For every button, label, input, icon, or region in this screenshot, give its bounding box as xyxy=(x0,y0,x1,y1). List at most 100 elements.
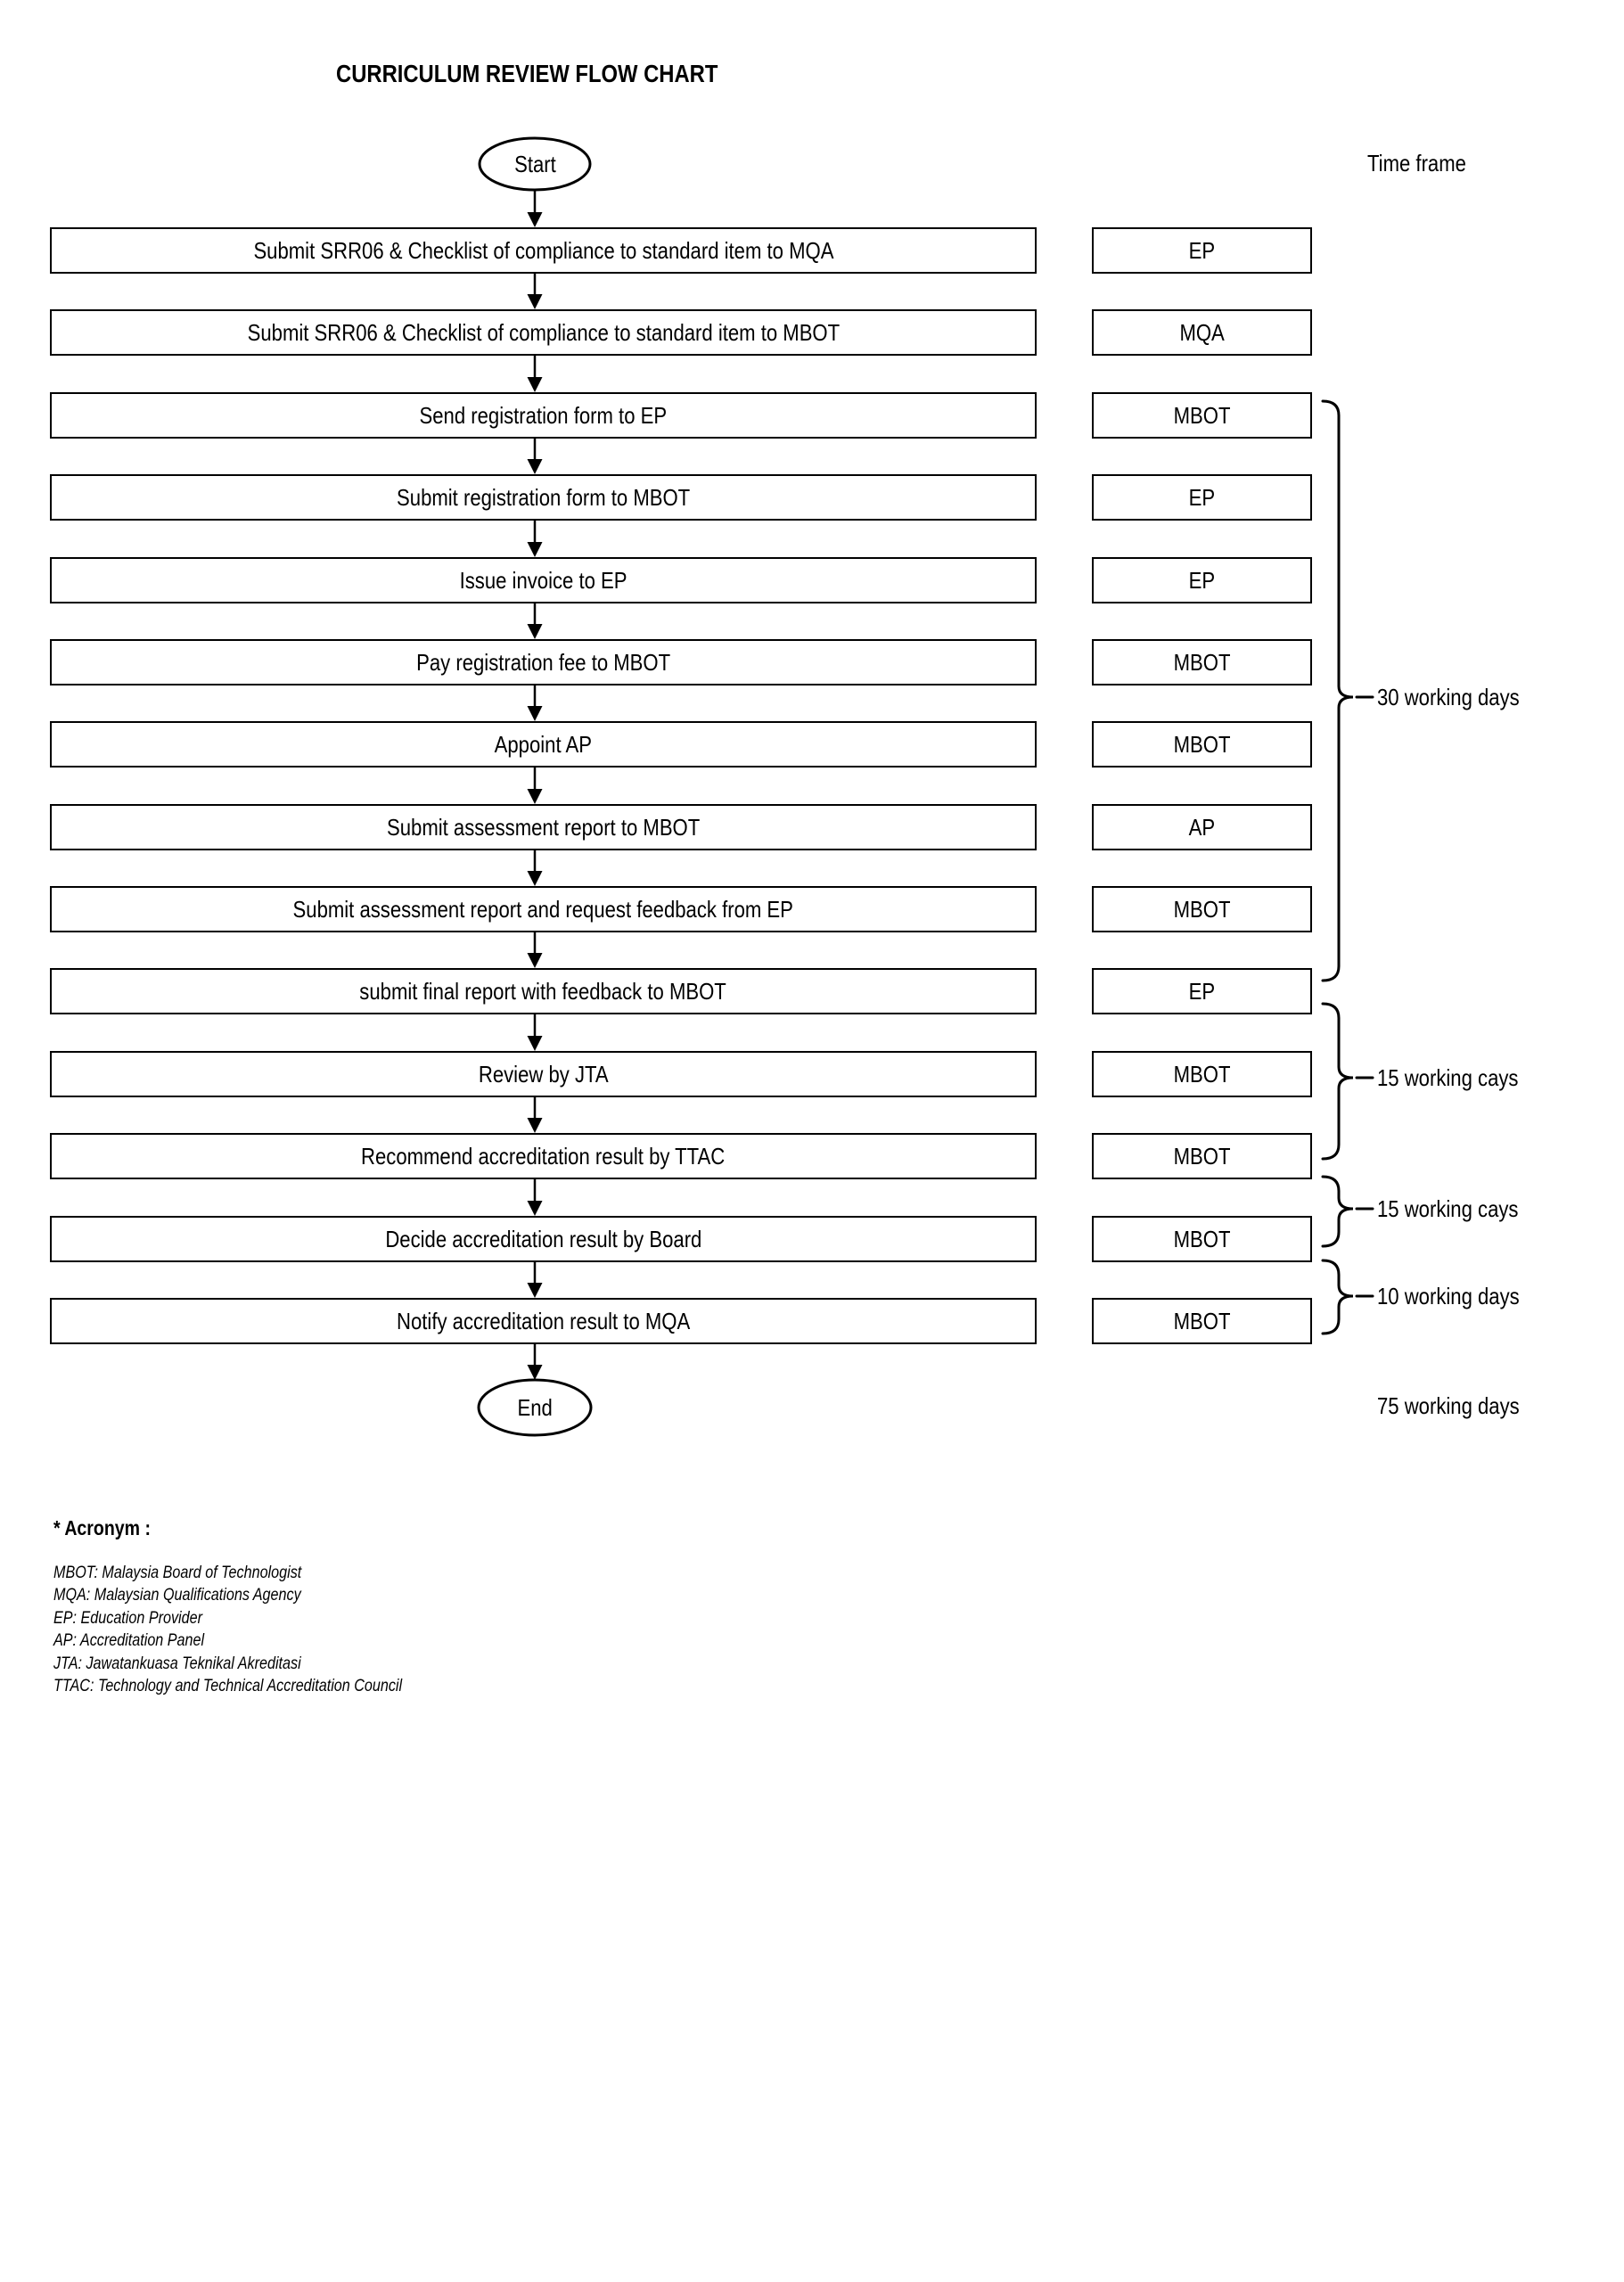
actor-label: MBOT xyxy=(1173,402,1231,429)
flow-arrow-icon xyxy=(527,1118,543,1133)
actor-box: MBOT xyxy=(1092,1051,1312,1097)
step-label: Submit assessment report and request fee… xyxy=(292,896,794,923)
step-label: Pay registration fee to MBOT xyxy=(416,649,670,676)
actor-label: MBOT xyxy=(1173,1061,1231,1088)
acronym-item-text: MQA: Malaysian Qualifications Agency xyxy=(53,1586,301,1605)
flow-arrow-icon xyxy=(527,624,543,639)
actor-label: MBOT xyxy=(1173,1143,1231,1170)
step-label: Submit SRR06 & Checklist of compliance t… xyxy=(247,319,840,346)
end-node: End xyxy=(479,1380,591,1435)
flow-arrow-icon xyxy=(527,1365,543,1380)
actor-box: AP xyxy=(1092,804,1312,850)
step-box: Appoint AP xyxy=(50,721,1037,768)
step-box: Submit SRR06 & Checklist of compliance t… xyxy=(50,309,1037,356)
step-label: Review by JTA xyxy=(478,1061,609,1088)
acronym-item: AP: Accreditation Panel xyxy=(53,1629,463,1652)
acronym-item-text: AP: Accreditation Panel xyxy=(53,1631,205,1651)
brace-icon xyxy=(1321,1175,1374,1248)
actor-box: MBOT xyxy=(1092,639,1312,685)
step-label: Recommend accreditation result by TTAC xyxy=(361,1143,726,1170)
flow-arrow-icon xyxy=(527,377,543,392)
actor-label: AP xyxy=(1188,814,1216,841)
actor-label: EP xyxy=(1188,567,1216,594)
actor-label: MBOT xyxy=(1173,1226,1231,1252)
page-title-text: CURRICULUM REVIEW FLOW CHART xyxy=(336,60,718,87)
acronym-block: * Acronym : MBOT: Malaysia Board of Tech… xyxy=(53,1515,463,1697)
total-time-label: 75 working days xyxy=(1377,1392,1545,1419)
actor-label: EP xyxy=(1188,484,1216,511)
time-label: 30 working days xyxy=(1377,684,1545,710)
actor-box: MBOT xyxy=(1092,886,1312,932)
actor-label: MQA xyxy=(1179,319,1225,346)
flow-arrow-icon xyxy=(527,953,543,968)
step-box: Submit assessment report to MBOT xyxy=(50,804,1037,850)
actor-box: EP xyxy=(1092,968,1312,1014)
step-box: Submit SRR06 & Checklist of compliance t… xyxy=(50,227,1037,274)
actor-box: MBOT xyxy=(1092,1298,1312,1344)
flow-arrow-icon xyxy=(527,459,543,474)
step-box: Notify accreditation result to MQA xyxy=(50,1298,1037,1344)
step-box: Pay registration fee to MBOT xyxy=(50,639,1037,685)
step-box: Submit registration form to MBOT xyxy=(50,474,1037,521)
time-label-text: 15 working cays xyxy=(1377,1064,1519,1091)
acronym-item: EP: Education Provider xyxy=(53,1607,463,1629)
acronym-item: JTA: Jawatankuasa Teknikal Akreditasi xyxy=(53,1653,463,1675)
step-label: Decide accreditation result by Board xyxy=(384,1226,702,1252)
step-box: Review by JTA xyxy=(50,1051,1037,1097)
start-node: Start xyxy=(480,138,590,190)
step-label: Appoint AP xyxy=(494,731,593,758)
flow-arrow-icon xyxy=(527,212,543,227)
brace-icon xyxy=(1321,1259,1374,1335)
flow-arrow-icon xyxy=(527,1201,543,1216)
acronym-item: MBOT: Malaysia Board of Technologist xyxy=(53,1562,463,1584)
end-label: End xyxy=(517,1394,553,1421)
step-box: Issue invoice to EP xyxy=(50,557,1037,603)
actor-box: MBOT xyxy=(1092,1216,1312,1262)
actor-label: MBOT xyxy=(1173,649,1231,676)
step-box: submit final report with feedback to MBO… xyxy=(50,968,1037,1014)
time-frame-header-text: Time frame xyxy=(1367,150,1466,176)
actor-label: MBOT xyxy=(1173,896,1231,923)
brace-icon xyxy=(1321,1002,1374,1161)
step-label: Submit registration form to MBOT xyxy=(396,484,691,511)
actor-box: MQA xyxy=(1092,309,1312,356)
acronym-item-text: EP: Education Provider xyxy=(53,1608,202,1628)
acronym-header-text: * Acronym : xyxy=(53,1516,151,1539)
step-label: Submit SRR06 & Checklist of compliance t… xyxy=(253,237,833,264)
acronym-item-text: MBOT: Malaysia Board of Technologist xyxy=(53,1564,302,1582)
acronym-item-text: TTAC: Technology and Technical Accredita… xyxy=(53,1677,403,1696)
step-label: Issue invoice to EP xyxy=(459,567,627,594)
flow-arrow-icon xyxy=(527,789,543,804)
acronym-item: MQA: Malaysian Qualifications Agency xyxy=(53,1584,463,1606)
acronym-header: * Acronym : xyxy=(53,1515,463,1540)
actor-box: MBOT xyxy=(1092,721,1312,768)
flow-arrow-icon xyxy=(527,542,543,557)
actor-label: MBOT xyxy=(1173,1308,1231,1334)
step-box: Recommend accreditation result by TTAC xyxy=(50,1133,1037,1179)
step-box: Submit assessment report and request fee… xyxy=(50,886,1037,932)
start-label: Start xyxy=(513,151,556,177)
time-label: 15 working cays xyxy=(1377,1064,1543,1091)
step-label: Send registration form to EP xyxy=(419,402,668,429)
actor-box: EP xyxy=(1092,474,1312,521)
time-label: 15 working cays xyxy=(1377,1195,1543,1222)
step-box: Decide accreditation result by Board xyxy=(50,1216,1037,1262)
actor-label: EP xyxy=(1188,978,1216,1005)
flow-arrow-icon xyxy=(527,871,543,886)
acronym-item: TTAC: Technology and Technical Accredita… xyxy=(53,1675,463,1697)
actor-box: MBOT xyxy=(1092,392,1312,439)
total-time-text: 75 working days xyxy=(1377,1392,1520,1419)
actor-label: MBOT xyxy=(1173,731,1231,758)
brace-icon xyxy=(1321,399,1374,982)
page-title: CURRICULUM REVIEW FLOW CHART xyxy=(336,62,785,86)
flow-arrow-icon xyxy=(527,1283,543,1298)
actor-box: MBOT xyxy=(1092,1133,1312,1179)
actor-label: EP xyxy=(1188,237,1216,264)
time-label-text: 15 working cays xyxy=(1377,1195,1519,1222)
flow-arrow-icon xyxy=(527,1036,543,1051)
time-label: 10 working days xyxy=(1377,1283,1545,1309)
actor-box: EP xyxy=(1092,557,1312,603)
